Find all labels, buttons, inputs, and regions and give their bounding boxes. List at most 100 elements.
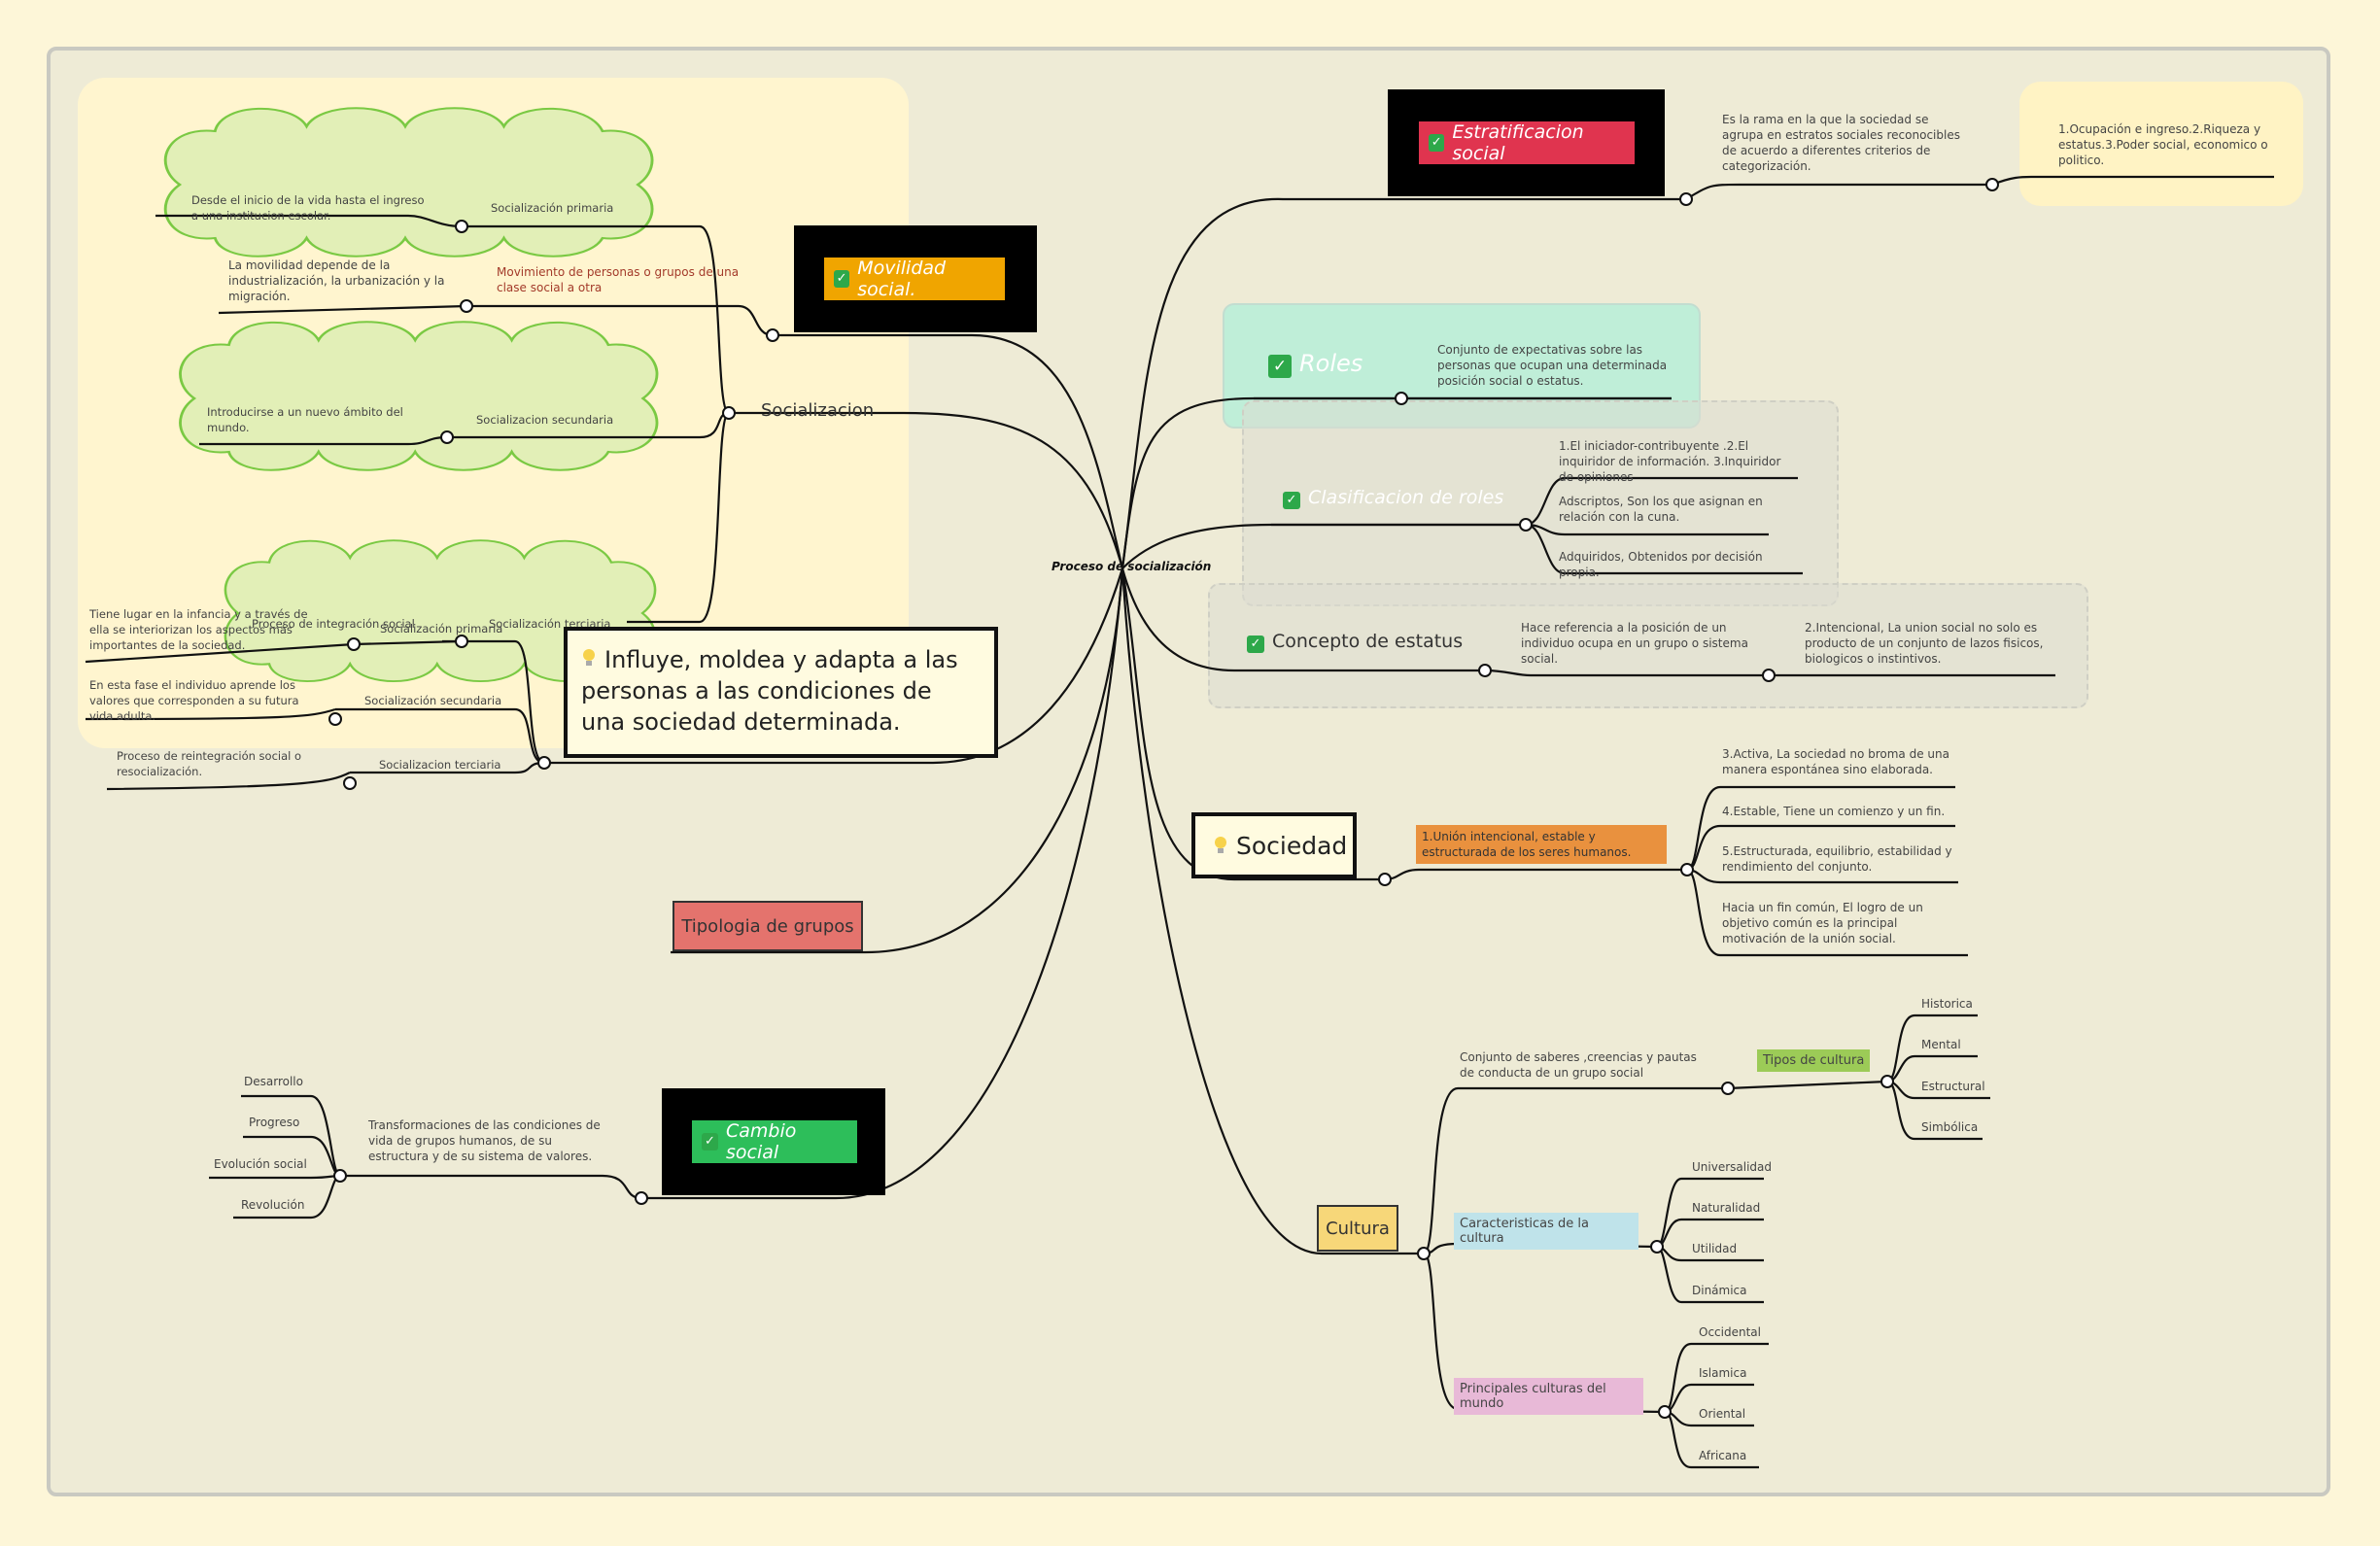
estatus-title: Concepto de estatus [1272,631,1464,652]
cambio-item-4: Revolución [241,1198,305,1212]
influye-text: Influye, moldea y adapta a las personas … [581,646,958,736]
cambio-title: Cambio social [725,1120,797,1163]
principales-culturas-label[interactable]: Principales culturas del mundo [1454,1378,1643,1415]
node-dot [722,406,736,420]
node-dot [1658,1405,1672,1419]
clasificacion-item-1: 1.El iniciador-contribuyente .2.El inqui… [1559,439,1781,484]
caracteristica-1: Universalidad [1692,1160,1773,1174]
node-dot [440,430,454,444]
socializacion-topic[interactable]: Socializacion [761,400,875,421]
estatus-desc2: 2.Intencional, La union social no solo e… [1805,621,2044,666]
check-icon: ✓ [1429,134,1445,152]
node-dot [1985,178,1999,191]
influye-topic[interactable]: Influye, moldea y adapta a las personas … [564,627,998,758]
check-icon: ✓ [1268,355,1292,378]
check-icon: ✓ [1247,636,1264,653]
sociedad-title: Sociedad [1236,831,1348,860]
socializacion-secundaria-label: Socializacion secundaria [476,413,614,427]
estratificacion-note: 1.Ocupación e ingreso.2.Riqueza y estatu… [2058,122,2268,167]
caracteristica-2: Naturalidad [1692,1201,1761,1215]
movilidad-title: Movilidad social. [857,258,947,300]
node-dot [1478,664,1492,677]
cambio-topic[interactable]: ✓ Cambio social [692,1120,857,1163]
tipo-cultura-1: Historica [1921,997,1973,1011]
influye-terciaria-desc: Proceso de reintegración social o resoci… [117,749,302,778]
movilidad-sub: La movilidad depende de la industrializa… [228,258,445,303]
cultura-mundo-3: Oriental [1699,1407,1746,1421]
node-dot [455,220,468,233]
tipologia-title: Tipologia de grupos [681,915,854,937]
check-icon: ✓ [834,270,850,288]
root-topic[interactable]: Proceso de socialización [1052,560,1212,573]
clasificacion-item-2: Adscriptos, Son los que asignan en relac… [1559,495,1763,524]
sociedad-item-3: 5.Estructurada, equilibrio, estabilidad … [1722,844,1952,874]
sociedad-item-4: Hacia un fin común, El logro de un objet… [1722,901,1923,945]
node-dot [343,776,357,790]
estratificacion-title: Estratificacion social [1452,121,1584,164]
node-dot [1417,1247,1431,1260]
roles-desc: Conjunto de expectativas sobre las perso… [1437,343,1668,388]
sociedad-definition[interactable]: 1.Unión intencional, estable y estructur… [1416,825,1667,864]
tipo-cultura-2: Mental [1921,1038,1961,1051]
clasificacion-item-3: Adquiridos, Obtenidos por decisión propi… [1559,550,1763,579]
node-dot [1519,518,1533,532]
roles-topic[interactable]: ✓ Roles [1268,350,1362,378]
estratificacion-topic[interactable]: ✓ Estratificacion social [1419,121,1635,164]
cambio-item-1: Desarrollo [244,1075,303,1088]
socializacion-primaria-label: Socialización primaria [491,201,614,215]
node-dot [1721,1082,1735,1095]
node-dot [1679,192,1693,206]
cultura-mundo-1: Occidental [1699,1325,1761,1339]
cambio-item-2: Progreso [249,1116,300,1129]
caracteristicas-cultura-label[interactable]: Caracteristicas de la cultura [1454,1213,1638,1250]
tipo-cultura-3: Estructural [1921,1080,1985,1093]
estatus-desc: Hace referencia a la posición de un indi… [1521,621,1748,666]
node-dot [537,756,551,770]
node-dot [455,635,468,648]
node-dot [347,637,361,651]
caracteristica-3: Utilidad [1692,1242,1738,1255]
cloud-primaria [163,106,654,258]
cultura-title: Cultura [1326,1218,1390,1239]
cultura-topic[interactable]: Cultura [1317,1205,1398,1252]
influye-secundaria-label: Socialización secundaria [364,694,502,707]
lightbulb-icon [1215,837,1226,853]
lightbulb-icon [583,649,595,666]
estatus-topic[interactable]: ✓ Concepto de estatus [1247,630,1463,653]
socializacion-primaria-desc: Desde el inicio de la vida hasta el ingr… [191,193,425,223]
node-dot [333,1169,347,1183]
cultura-definition: Conjunto de saberes ,creencias y pautas … [1460,1050,1697,1080]
cambio-item-3: Evolución social [214,1157,307,1171]
cultura-mundo-2: Islamica [1699,1366,1747,1380]
roles-title: Roles [1299,350,1363,377]
caracteristica-4: Dinámica [1692,1284,1747,1297]
cloud-secundaria [179,320,659,472]
node-dot [1680,863,1694,876]
node-dot [460,299,473,313]
estatus-area [1208,583,2088,708]
cultura-mundo-4: Africana [1699,1449,1747,1462]
clasificacion-title: Clasificacion de roles [1308,487,1504,508]
sociedad-item-2: 4.Estable, Tiene un comienzo y un fin. [1722,805,1946,818]
clasificacion-topic[interactable]: ✓ Clasificacion de roles [1283,486,1503,509]
clasificacion-area [1242,400,1839,606]
check-icon: ✓ [702,1133,718,1151]
tipologia-topic[interactable]: Tipologia de grupos [673,901,863,951]
node-dot [635,1191,648,1205]
socializacion-terciaria-desc: Proceso de integración social [252,617,415,631]
cambio-desc: Transformaciones de las condiciones de v… [368,1118,601,1163]
node-dot [1378,873,1392,886]
influye-terciaria-label: Socializacion terciaria [379,758,501,772]
sociedad-item-1: 3.Activa, La sociedad no broma de una ma… [1722,747,1949,776]
influye-primaria-desc: Tiene lugar en la infancia y a través de… [89,607,308,652]
movilidad-topic[interactable]: ✓ Movilidad social. [824,258,1005,300]
node-dot [328,712,342,726]
estratificacion-desc: Es la rama en la que la sociedad se agru… [1722,113,1960,173]
node-dot [766,328,779,342]
sociedad-topic[interactable]: Sociedad [1191,812,1357,878]
tipos-cultura-label[interactable]: Tipos de cultura [1757,1049,1871,1072]
node-dot [1880,1075,1894,1088]
movilidad-desc: Movimiento de personas o grupos de una c… [497,265,740,294]
check-icon: ✓ [1283,492,1300,509]
